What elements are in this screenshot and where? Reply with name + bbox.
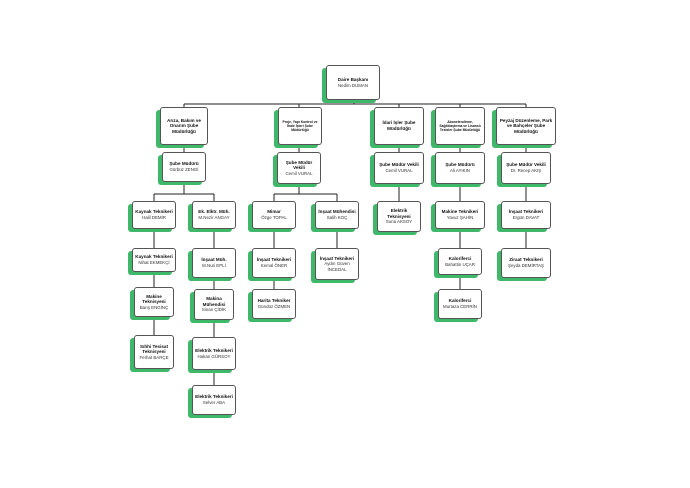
org-node-sube-mudur-vekili-3[interactable]: Şube Müdür Vekili Cemil VURAL	[370, 152, 424, 187]
node-name: Cemil VURAL	[385, 168, 413, 173]
org-node-daire-baskani[interactable]: Daire Başkanı Nedim DUMAN	[322, 65, 380, 103]
org-node-ariza-bakim-onarim[interactable]: Arıza, Bakım ve Onarım Şube Müdürlüğü	[156, 107, 208, 148]
org-node-kaynak-teknikeri-1[interactable]: Kaynak Teknikeri Halil DEMİR	[128, 201, 176, 232]
org-node-elektrik-teknikeri-1[interactable]: Elektrik Teknikeri Hakan GÜRSOY	[188, 337, 236, 373]
node-title: Makina Mühendisi	[202, 296, 226, 307]
node-name: Hakan GÜRSOY	[197, 353, 231, 359]
node-title: Elektrik Teknikeri	[195, 347, 233, 353]
org-node-sube-mudur-vekili-5[interactable]: Şube Müdür Vekili Dr. Recep AKIŞ	[497, 152, 551, 187]
org-node-proje-yapi-kontrol[interactable]: Proje, Yapı Kontrol ve İhale İşleri Şube…	[274, 107, 322, 148]
org-node-ek-elktr-muh[interactable]: Ek. Elktr. Müh. M.Nezir ANGAY	[188, 201, 236, 232]
node-title: İnşaat Teknikeri	[256, 257, 292, 263]
node-title: Daire Başkanı	[337, 76, 369, 82]
org-node-makine-teknikeri[interactable]: Makine Teknikeri Yavuz ŞAHİN	[431, 201, 485, 232]
node-title: Şube Müdürü	[169, 161, 199, 167]
node-name: Halil DEMİR	[142, 215, 166, 220]
node-name: Özge TOPAL	[261, 215, 287, 220]
node-name: Selver ABA	[202, 400, 226, 405]
node-name: Aydın Güven İNCEDAL	[324, 261, 350, 272]
node-name: M.Nuri EPLİ	[202, 263, 226, 268]
org-node-insaat-muhendisi[interactable]: İnşaat Mühendisi Salih KOÇ	[311, 201, 359, 232]
node-name: Nedim DUMAN	[337, 82, 368, 88]
org-node-insaat-muh[interactable]: İnşaat Müh. M.Nuri EPLİ	[188, 248, 236, 281]
org-node-harita-tekniker[interactable]: Harita Tekniker Gündüz ÖZMEN	[248, 289, 296, 322]
node-name: Gürbüz ZENGİ	[169, 167, 199, 172]
node-name: Sinan ÇİDİK	[201, 307, 227, 313]
node-title: Elektrik Teknikeri	[195, 394, 233, 400]
node-name: Murtaza CERRİN	[443, 304, 477, 309]
node-name: Ali AYIKIN	[450, 168, 470, 173]
org-node-ziraat-teknikeri[interactable]: Ziraat Teknikeri Şeyda DEMİRTAŞ	[497, 248, 551, 281]
node-title: Kaloriferci	[448, 298, 472, 304]
node-title: Kaynak Teknikeri	[135, 254, 173, 260]
org-node-elektrik-teknisyeni[interactable]: Elektrik Teknisyeni Suna AKSOY	[373, 201, 421, 235]
org-node-idari-isler[interactable]: İdari İşler Şube Müdürlüğü	[370, 107, 424, 148]
node-title: İnşaat Müh.	[201, 257, 227, 263]
node-title: Şube Müdür Vekili	[506, 162, 546, 168]
org-node-sube-mudur-vekili-2[interactable]: Şube Müdür Vekili Cemil VURAL	[273, 152, 321, 187]
org-node-kaloriferci-2[interactable]: Kaloriferci Murtaza CERRİN	[434, 289, 482, 322]
org-node-sube-muduru-1[interactable]: Şube Müdürü Gürbüz ZENGİ	[158, 152, 206, 185]
node-name: M.Nezir ANGAY	[198, 215, 230, 220]
org-node-elektrik-teknikeri-2[interactable]: Elektrik Teknikeri Selver ABA	[188, 385, 236, 418]
org-node-sube-muduru-4[interactable]: Şube Müdürü Ali AYIKIN	[431, 152, 485, 187]
node-title: İnşaat Teknikeri	[319, 255, 355, 261]
node-title: Makine Teknisyeni	[142, 293, 166, 305]
org-node-mimar[interactable]: Mimar Özge TOPAL	[248, 201, 296, 232]
node-title: Arıza, Bakım ve Onarım Şube Müdürlüğü	[167, 117, 201, 134]
node-title: Şube Müdür Vekili	[379, 162, 419, 168]
node-title: İnşaat Mühendisi	[318, 209, 356, 215]
node-name: Nihat EKMEKÇİ	[138, 260, 170, 265]
node-name: Ferhat BARÇE	[139, 354, 169, 360]
node-title: Makine Teknikeri	[441, 209, 479, 215]
node-title: Abonelendirme, Sağlıklaştırma ve Lisansl…	[439, 119, 481, 133]
org-node-abonelendirme[interactable]: Abonelendirme, Sağlıklaştırma ve Lisansl…	[431, 107, 485, 148]
node-name: Salih KOÇ	[326, 215, 348, 220]
node-title: Ek. Elktr. Müh.	[198, 209, 230, 215]
node-title: Peyzaj Düzenleme, Park ve Bahçeler Şube …	[499, 117, 553, 134]
node-name: Ergün DAVAT	[512, 215, 540, 220]
node-title: Sıhhi Tesisat Teknisyeni	[140, 343, 168, 355]
org-node-insaat-teknikeri-e[interactable]: İnşaat Teknikeri Aydın Güven İNCEDAL	[311, 248, 359, 283]
node-name: Suna AKSOY	[385, 219, 413, 225]
org-node-insaat-teknikeri-c[interactable]: İnşaat Teknikeri Kemal ÖNER	[248, 248, 296, 281]
node-name: Cemil VURAL	[285, 170, 313, 176]
node-name: Gündüz ÖZMEN	[257, 304, 291, 309]
node-title: Ziraat Teknikeri	[509, 257, 543, 263]
node-name: Dr. Recep AKIŞ	[510, 168, 542, 173]
node-title: İnşaat Teknikeri	[508, 209, 544, 215]
org-node-kaynak-teknikeri-2[interactable]: Kaynak Teknikeri Nihat EKMEKÇİ	[128, 248, 176, 275]
node-name: Yavuz ŞAHİN	[446, 215, 474, 220]
node-title: Proje, Yapı Kontrol ve İhale İşleri Şube…	[282, 119, 318, 133]
node-title: İdari İşler Şube Müdürlüğü	[382, 120, 416, 131]
org-node-makine-teknisyeni[interactable]: Makine Teknisyeni Barış ENGİNÇ	[130, 287, 174, 320]
org-node-sihhi-tesisat-teknisyeni[interactable]: Sıhhi Tesisat Teknisyeni Ferhat BARÇE	[130, 335, 174, 372]
node-title: Kaynak Teknikeri	[135, 209, 173, 215]
node-title: Harita Tekniker	[257, 298, 291, 304]
node-title: Şube Müdürü	[445, 162, 475, 168]
node-name: Bahattin UÇAR	[445, 261, 475, 267]
org-node-peyzaj-park-bahceler[interactable]: Peyzaj Düzenleme, Park ve Bahçeler Şube …	[492, 107, 556, 148]
node-name: Şeyda DEMİRTAŞ	[508, 263, 544, 268]
node-title: Kaloriferci	[448, 255, 472, 261]
node-name: Barış ENGİNÇ	[139, 304, 169, 310]
node-name: Kemal ÖNER	[260, 263, 288, 268]
node-title: Şube Müdür Vekili	[285, 159, 313, 171]
org-node-insaat-teknikeri-h[interactable]: İnşaat Teknikeri Ergün DAVAT	[497, 201, 551, 232]
org-node-kaloriferci-1[interactable]: Kaloriferci Bahattin UÇAR	[434, 248, 482, 278]
node-title: Mimar	[267, 209, 281, 215]
org-node-makina-muhendisi[interactable]: Makina Mühendisi Sinan ÇİDİK	[190, 289, 234, 323]
node-title: Elektrik Teknisyeni	[387, 208, 411, 219]
